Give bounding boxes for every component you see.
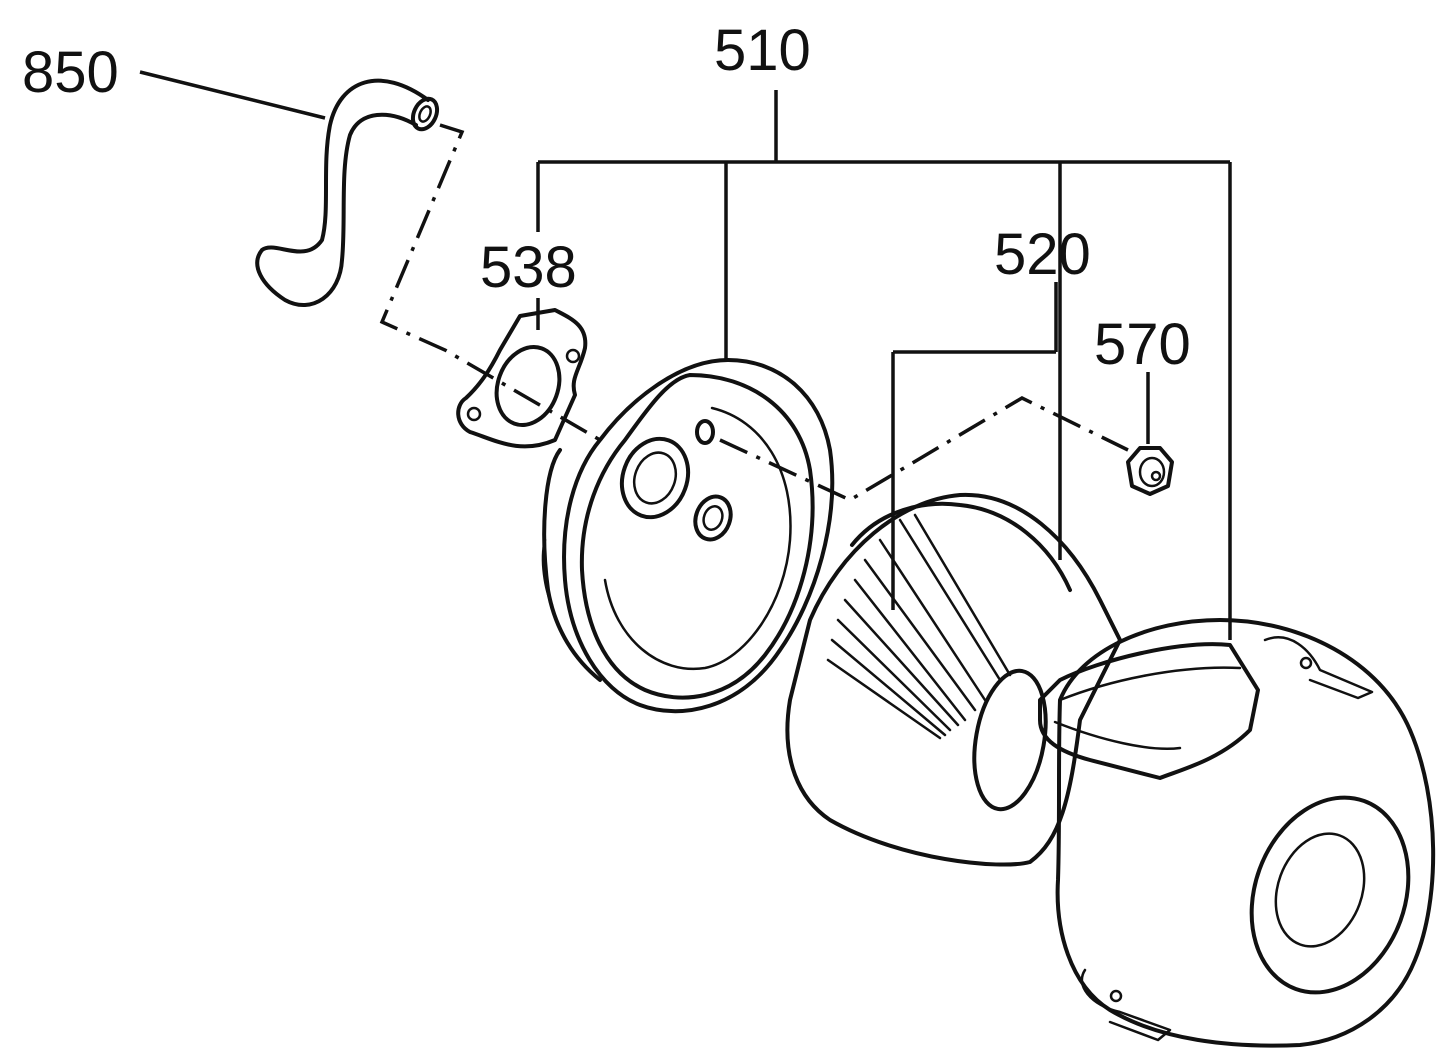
label-510: 510 — [714, 18, 811, 83]
assembly-lines — [379, 123, 1129, 502]
filter-element — [785, 492, 1122, 867]
breather-hose — [255, 78, 440, 307]
leader-510 — [536, 90, 1232, 640]
label-570: 570 — [1094, 312, 1191, 377]
label-520: 520 — [994, 222, 1091, 287]
air-cleaner-cover — [1038, 618, 1436, 1048]
air-cleaner-base — [541, 358, 835, 714]
nut — [1126, 446, 1174, 496]
leader-520 — [891, 282, 1058, 610]
leader-lines — [139, 70, 1232, 640]
leader-850 — [139, 70, 326, 120]
label-538: 538 — [480, 235, 577, 300]
pleats — [826, 513, 1012, 740]
gasket — [456, 308, 588, 449]
label-850: 850 — [22, 40, 119, 105]
